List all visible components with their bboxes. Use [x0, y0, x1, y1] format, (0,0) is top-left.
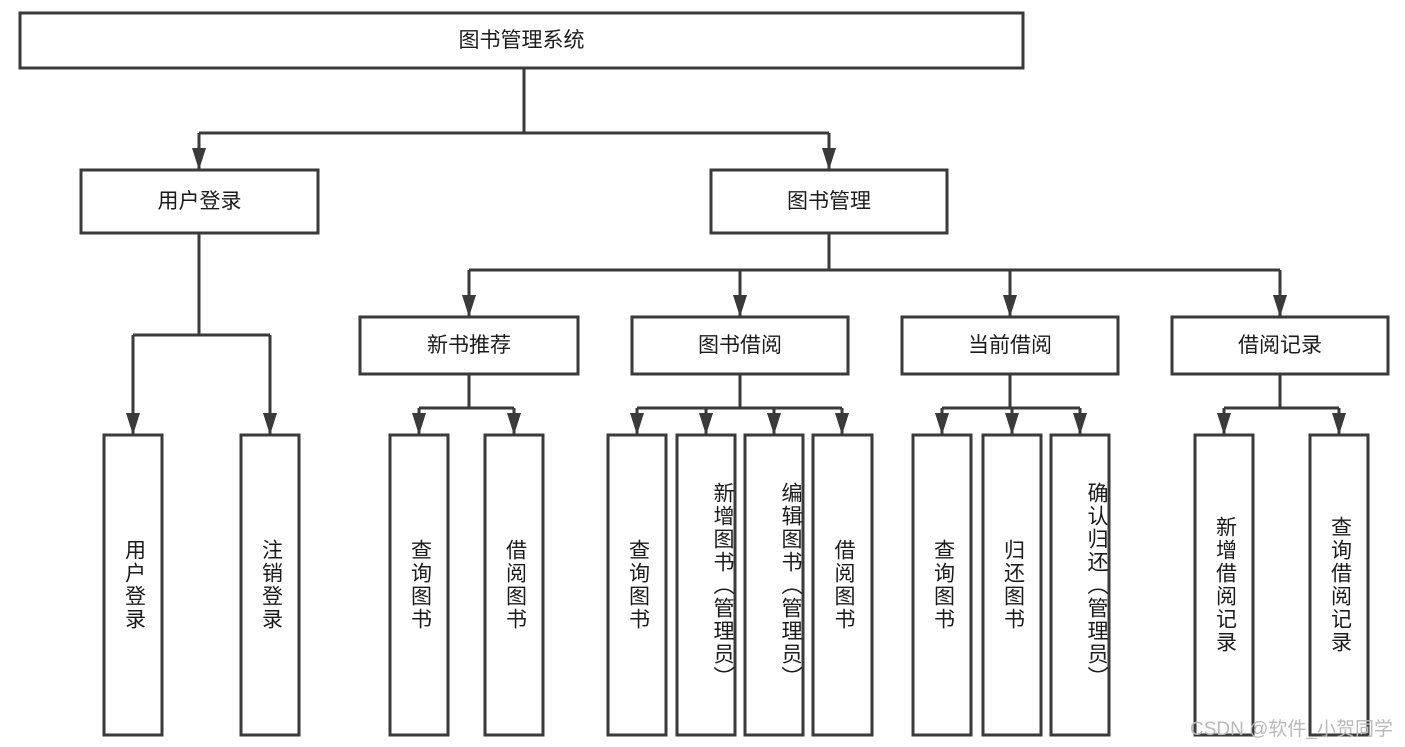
- arrowhead-icon: [822, 148, 836, 170]
- arrowhead-icon: [1003, 295, 1017, 317]
- node-box-leaf-confirm-return[interactable]: [1049, 433, 1111, 737]
- arrowhead-icon: [935, 413, 949, 435]
- arrowhead-icon: [1273, 295, 1287, 317]
- node-box-leaf-query-book-recommend[interactable]: [388, 433, 450, 737]
- node-box-leaf-borrow-book[interactable]: [811, 433, 874, 737]
- node-box-leaf-add-book[interactable]: [675, 433, 737, 737]
- arrowhead-icon: [263, 413, 277, 435]
- node-box-leaf-logout[interactable]: [239, 433, 301, 737]
- node-box-layer: [18, 11, 1390, 737]
- arrowhead-icon: [1217, 413, 1231, 435]
- node-label-current-borrow: 当前借阅: [968, 334, 1052, 357]
- arrowhead-icon: [507, 413, 521, 435]
- connector-c-recommend-split: [412, 374, 521, 435]
- connector-c-currentborrow-split: [935, 374, 1087, 435]
- node-box-leaf-edit-book[interactable]: [743, 433, 805, 737]
- node-box-book-borrow[interactable]: [630, 315, 850, 376]
- connector-c-userlogin-split: [126, 233, 277, 435]
- node-box-leaf-query-book-current[interactable]: [911, 433, 973, 737]
- node-box-leaf-query-borrow-record[interactable]: [1308, 433, 1370, 737]
- connector-c-bookborrow-split: [630, 374, 849, 435]
- node-box-new-book-recommend[interactable]: [358, 315, 580, 376]
- node-box-root[interactable]: [18, 11, 1025, 70]
- node-box-book-management[interactable]: [709, 168, 949, 235]
- node-box-leaf-user-login[interactable]: [102, 433, 164, 737]
- arrowhead-icon: [1005, 413, 1019, 435]
- arrowhead-icon: [192, 148, 206, 170]
- arrowhead-icon: [630, 413, 644, 435]
- arrowhead-icon: [412, 413, 426, 435]
- connector-layer: [126, 68, 1346, 435]
- arrowhead-icon: [699, 413, 713, 435]
- arrowhead-icon: [1073, 413, 1087, 435]
- arrowhead-icon: [1332, 413, 1346, 435]
- arrowhead-icon: [835, 413, 849, 435]
- node-label-book-management: 图书管理: [787, 190, 871, 213]
- node-label-new-book-recommend: 新书推荐: [427, 334, 511, 357]
- node-box-leaf-borrow-book-recommend[interactable]: [483, 433, 545, 737]
- node-label-user-login: 用户登录: [158, 190, 242, 213]
- node-box-leaf-query-book-borrow[interactable]: [606, 433, 668, 737]
- node-label-borrow-record: 借阅记录: [1238, 334, 1322, 357]
- watermark-text: CSDN @软件_小贺同学: [1190, 719, 1393, 740]
- arrowhead-icon: [767, 413, 781, 435]
- arrowhead-icon: [462, 295, 476, 317]
- connector-c-borrowrecord-split: [1217, 374, 1346, 435]
- arrowhead-icon: [733, 295, 747, 317]
- node-box-current-borrow[interactable]: [900, 315, 1120, 376]
- connector-c-root-split: [192, 68, 836, 170]
- node-box-leaf-add-borrow-record[interactable]: [1193, 433, 1255, 737]
- arrowhead-icon: [126, 413, 140, 435]
- node-label-root: 图书管理系统: [459, 29, 585, 52]
- connector-c-bookmgmt-split: [462, 233, 1287, 317]
- node-box-borrow-record[interactable]: [1170, 315, 1390, 376]
- node-box-user-login[interactable]: [79, 168, 320, 235]
- node-box-leaf-return-book[interactable]: [981, 433, 1043, 737]
- node-label-book-borrow: 图书借阅: [698, 334, 782, 357]
